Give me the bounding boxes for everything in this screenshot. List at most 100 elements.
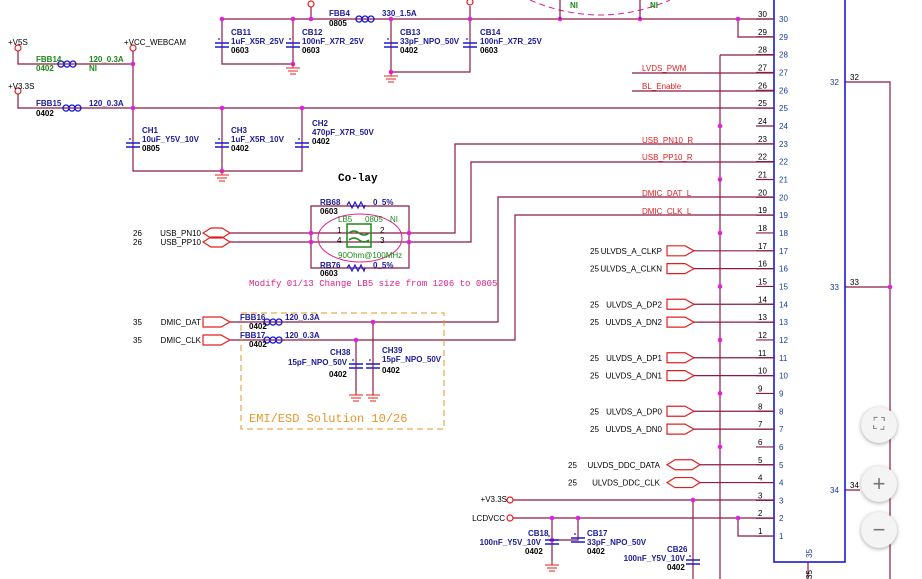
rb76-value: 0_5%: [373, 261, 393, 270]
port-sheet-ref: 25: [590, 425, 599, 434]
ferrite-bead-symbol: [355, 15, 375, 23]
zoom-out-button[interactable]: −: [861, 512, 897, 548]
rb68-ref: RB68: [320, 198, 341, 207]
capacitor-symbol: [571, 537, 585, 543]
capacitor-symbol: [215, 142, 229, 148]
lb5-pkg: 0805: [365, 215, 383, 224]
power-label-vcc-webcam: +VCC_WEBCAM: [124, 38, 186, 47]
connector-pin-label: 20: [779, 193, 788, 202]
connector-pin-number: 16: [758, 260, 767, 269]
cb17-value: 33pF_NPO_50V: [587, 538, 647, 547]
fbb17-value: 120_0.3A: [285, 331, 320, 340]
junction-dot: [290, 16, 296, 22]
port-sheet-ref: 25: [590, 247, 599, 256]
junction-dot: [370, 319, 376, 325]
wire: [559, 0, 641, 19]
connector-pin-label: 29: [779, 33, 788, 42]
lb5-ref: LB5: [338, 215, 353, 224]
junction-dot: [308, 239, 314, 245]
connector-pin-number: 11: [758, 349, 767, 358]
connector-side-pin-label: 34: [830, 486, 839, 495]
junction-dot: [717, 337, 723, 343]
capacitor-polarity-dot: [369, 359, 371, 361]
fit-screen-button[interactable]: ⛶: [861, 407, 897, 443]
connector-pin-label: 12: [779, 336, 788, 345]
ch38-ref: CH38: [330, 348, 351, 357]
capacitor-symbol: [686, 559, 700, 565]
port-sheet-ref: 25: [590, 354, 599, 363]
port-sheet-ref: 25: [590, 318, 599, 327]
capacitor-symbol: [215, 42, 229, 48]
rb76-ref: RB76: [320, 261, 341, 270]
connector-pin-label: 19: [779, 211, 788, 220]
junction-dot: [575, 515, 581, 521]
fbb14-value: 120_0.3A: [89, 55, 124, 64]
junction-dot: [353, 337, 359, 343]
ferrite-bead-symbol: [62, 104, 82, 112]
connector-side-pin-number: 33: [850, 278, 859, 287]
fbb17-ref: FBB17: [240, 331, 266, 340]
off-page-port-ulvds-a-dn0: [666, 423, 696, 435]
off-page-port-ulvds-a-clkp: [666, 245, 696, 257]
net-label: DMIC_CLK_L: [642, 207, 692, 216]
ch3-value: 1uF_X5R_10V: [231, 135, 285, 144]
capacitor-polarity-dot: [218, 38, 220, 40]
cb18-ref: CB18: [528, 529, 549, 538]
port-name: ULVDS_A_DN1: [606, 372, 663, 381]
port-name: ULVDS_DDC_DATA: [588, 461, 661, 470]
capacitor-polarity-dot: [387, 38, 389, 40]
port-name: ULVDS_A_CLKN: [600, 265, 662, 274]
ch3-pkg: 0402: [231, 144, 249, 153]
capacitor-symbol: [545, 539, 559, 545]
net-label: LVDS_PWM: [642, 64, 687, 73]
emi-note: EMI/ESD Solution 10/26: [249, 412, 407, 426]
ni-label: NI: [650, 1, 658, 10]
junction-dot: [549, 515, 555, 521]
ferrite-bead-symbol: [263, 318, 283, 326]
common-mode-choke-symbol: [348, 230, 370, 243]
capacitor-polarity-dot: [129, 138, 131, 140]
resistor-symbol: [346, 200, 366, 210]
port-name: USB_PP10: [161, 238, 202, 247]
junction-dot: [406, 230, 412, 236]
capacitor-polarity-dot: [298, 138, 300, 140]
connector-pin-number: 26: [758, 81, 767, 90]
junction-dot: [717, 444, 723, 450]
connector-pin-label: 8: [779, 407, 784, 416]
capacitor-polarity-dot: [466, 38, 468, 40]
ch3-ref: CH3: [231, 126, 248, 135]
zoom-in-button[interactable]: +: [861, 466, 897, 502]
connector-pin-number: 30: [758, 10, 767, 19]
cb14-pkg: 0603: [480, 46, 498, 55]
port-sheet-ref: 25: [590, 265, 599, 274]
fbb16-ref: FBB16: [240, 313, 266, 322]
port-sheet-ref: 26: [133, 229, 142, 238]
junction-dot: [308, 16, 314, 22]
connector-pin-number: 20: [758, 188, 767, 197]
connector-pin-label: 4: [779, 479, 784, 488]
connector-pin-label: 11: [779, 354, 788, 363]
connector-pin-label: 15: [779, 282, 788, 291]
port-name: ULVDS_A_CLKP: [601, 247, 662, 256]
connector-pin-label: 30: [779, 15, 788, 24]
connector-pin-label: 25: [779, 104, 788, 113]
connector-side-pin-number: 34: [850, 481, 859, 490]
junction-dot: [130, 105, 136, 111]
zoom-in-icon: +: [872, 471, 886, 496]
lb5-ni: NI: [390, 215, 398, 224]
net-label: USB_PN10_R: [642, 136, 693, 145]
ch2-pkg: 0402: [312, 137, 330, 146]
junction-dot: [717, 123, 723, 129]
lb5-value: 90Ohm@100MHz: [338, 251, 402, 260]
ch2-ref: CH2: [312, 119, 329, 128]
cb11-pkg: 0603: [231, 46, 249, 55]
rb68-value: 0_5%: [373, 198, 393, 207]
cb26-value: 100nF_Y5V_10V: [624, 554, 686, 563]
fbb4-ref: FBB4: [329, 9, 350, 18]
connector-pin-label: 21: [779, 175, 788, 184]
connector-bottom-pin-number: 35: [805, 570, 814, 579]
net-label: USB_PP10_R: [642, 153, 693, 162]
connector-pin-label: 3: [779, 496, 784, 505]
capacitor-polarity-dot: [289, 38, 291, 40]
